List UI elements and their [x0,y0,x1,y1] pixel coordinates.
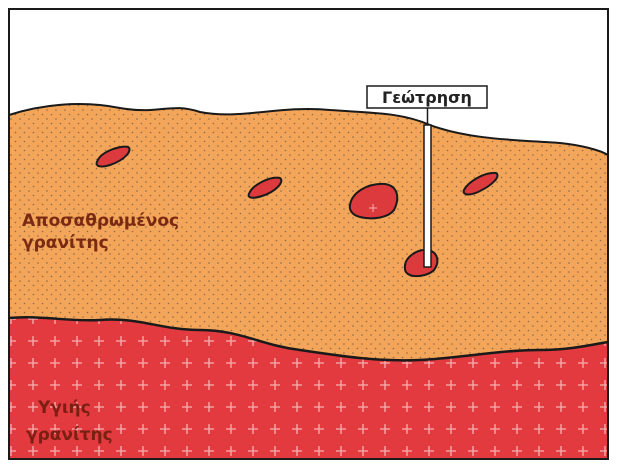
borehole-shaft [424,125,431,267]
borehole-label: Γεώτρηση [382,88,472,107]
weathered-granite-label-line2: γρανίτης [22,233,109,253]
fresh-granite-label-line1: Υγιής [37,398,91,418]
weathered-granite-label-line1: Αποσαθρωμένος [22,211,179,231]
fresh-granite-label-line2: γρανίτης [26,425,113,445]
